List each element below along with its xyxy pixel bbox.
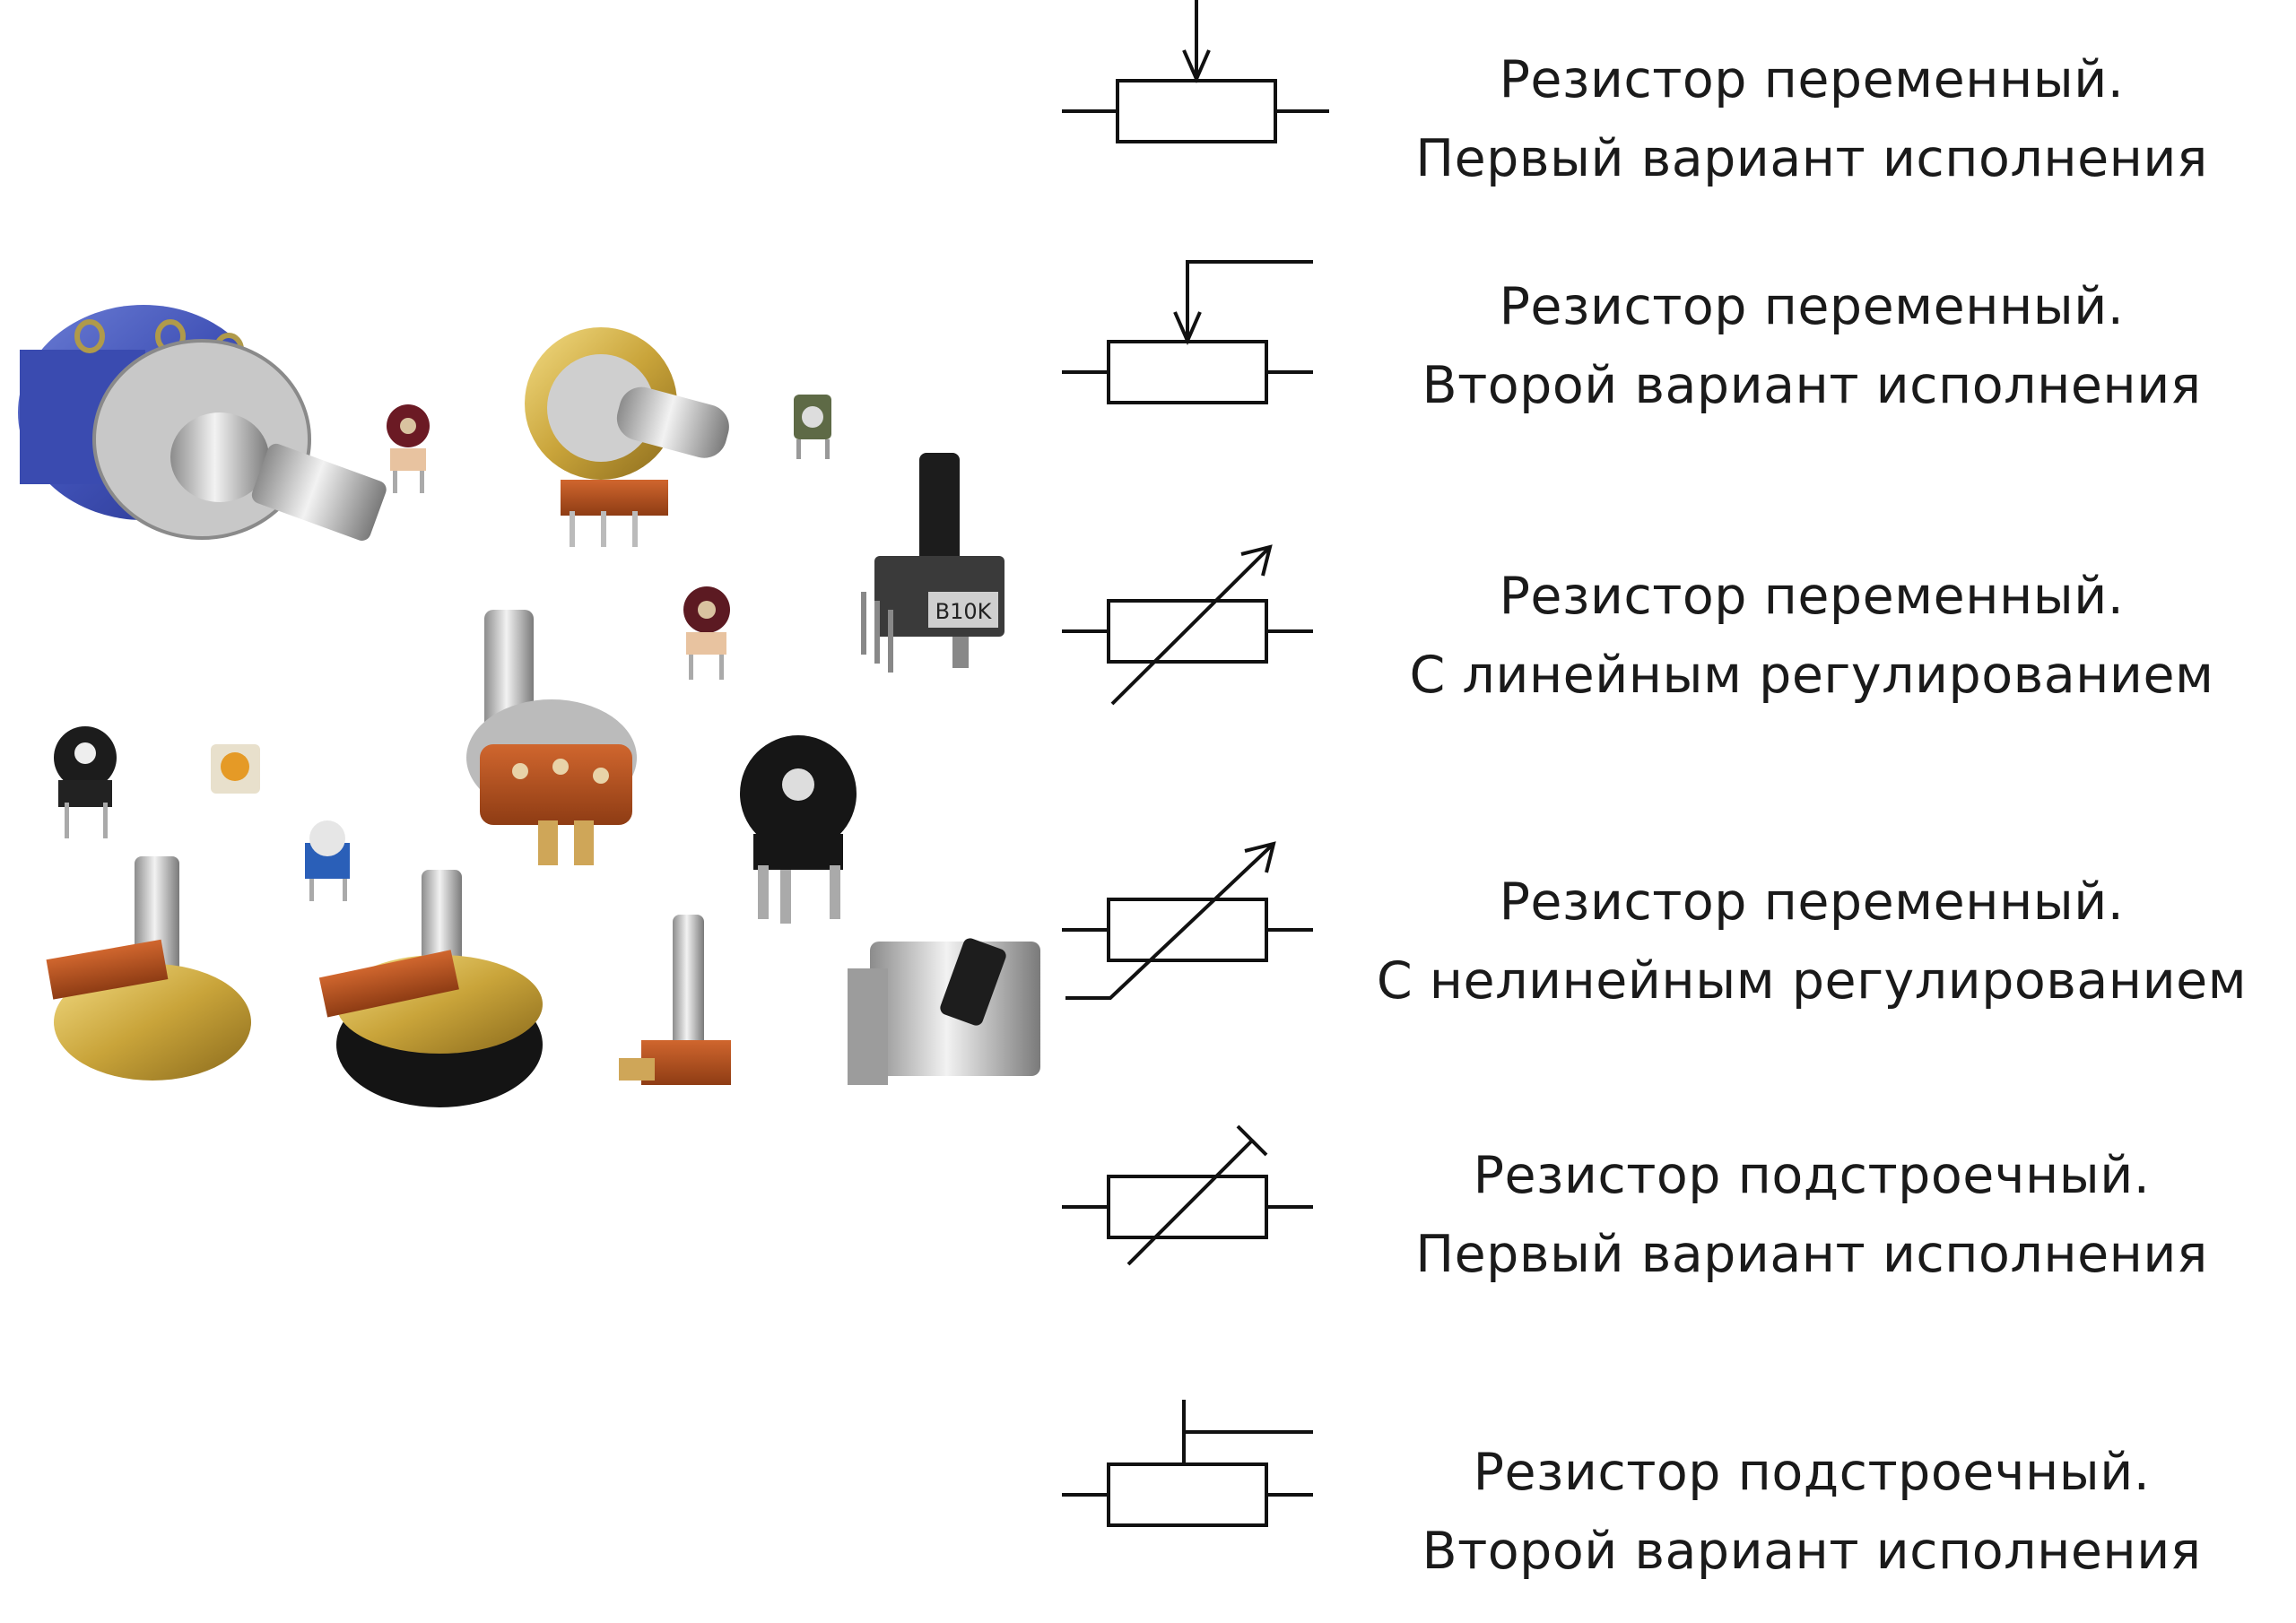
- trimmer-resistor-v2-symbol: [1062, 1400, 1313, 1527]
- slim-potentiometer-photo: [619, 915, 731, 1085]
- variable-resistor-nonlinear-symbol: [1062, 841, 1313, 1000]
- caption-line-1: Резистор переменный.: [1499, 50, 2125, 109]
- multiturn-potentiometer-photo: [18, 305, 387, 541]
- trimmer-resistor-v1-symbol: [1062, 1124, 1313, 1266]
- caption-variable-resistor-v2: Резистор переменный. Второй вариант испо…: [1345, 267, 2278, 425]
- small-trimmer-photo: [683, 586, 730, 680]
- blue-trimmer-photo: [305, 820, 350, 901]
- smd-trimmer-photo: [211, 744, 260, 794]
- caption-line-1: Резистор переменный.: [1499, 277, 2125, 336]
- potentiometer-photo-collage: B10K: [18, 305, 1040, 1107]
- caption-line-2: Второй вариант исполнения: [1422, 1522, 2202, 1581]
- pcb-mount-potentiometer-photo: [848, 938, 1040, 1085]
- caption-line-1: Резистор переменный.: [1499, 567, 2125, 626]
- small-trimmer-photo: [387, 404, 430, 493]
- potentiometer-marking: B10K: [935, 599, 993, 624]
- variable-resistor-linear-symbol: [1062, 544, 1313, 706]
- caption-variable-resistor-nonlinear: Резистор переменный. С нелинейным регули…: [1345, 863, 2278, 1020]
- black-base-potentiometer-photo: [318, 870, 543, 1107]
- caption-trimmer-resistor-v2: Резистор подстроечный. Второй вариант ис…: [1345, 1433, 2278, 1591]
- caption-trimmer-resistor-v1: Резистор подстроечный. Первый вариант ис…: [1345, 1136, 2278, 1294]
- caption-line-2: Первый вариант исполнения: [1415, 129, 2208, 188]
- variable-resistor-v1-symbol: [1062, 0, 1329, 143]
- caption-line-1: Резистор подстроечный.: [1473, 1443, 2151, 1502]
- caption-line-2: Первый вариант исполнения: [1415, 1225, 2208, 1284]
- brass-potentiometer-photo: [525, 327, 729, 547]
- brass-knurled-potentiometer-photo: [46, 856, 251, 1081]
- small-trimmer-photo: [794, 395, 831, 459]
- caption-variable-resistor-linear: Резистор переменный. С линейным регулиро…: [1345, 557, 2278, 715]
- caption-line-1: Резистор переменный.: [1499, 872, 2125, 932]
- caption-line-2: С нелинейным регулированием: [1376, 951, 2248, 1011]
- variable-resistor-v2-symbol: [1062, 260, 1313, 404]
- caption-line-2: С линейным регулированием: [1409, 646, 2214, 705]
- caption-line-2: Второй вариант исполнения: [1422, 356, 2202, 415]
- caption-variable-resistor-v1: Резистор переменный. Первый вариант испо…: [1345, 40, 2278, 198]
- large-black-trimmer-photo: [740, 735, 857, 924]
- dual-potentiometer-photo: [466, 610, 637, 865]
- caption-line-1: Резистор подстроечный.: [1473, 1146, 2151, 1205]
- black-trimmer-photo: [54, 726, 117, 838]
- b10k-potentiometer-photo: B10K: [861, 453, 1004, 673]
